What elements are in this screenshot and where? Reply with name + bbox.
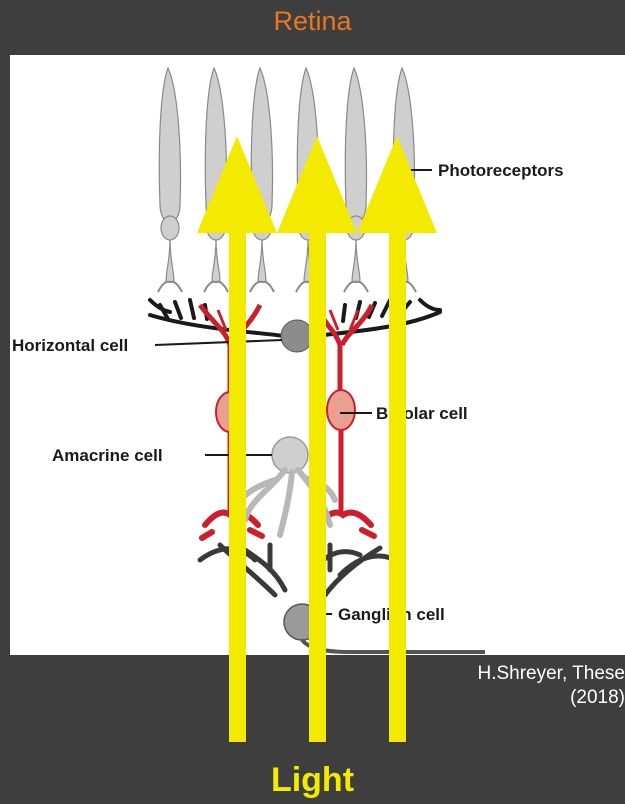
citation-line1: H.Shreyer, These [385,662,625,686]
light-arrows [197,136,437,742]
label-amacrine-cell: Amacrine cell [52,446,163,465]
photoreceptor-row [159,68,414,282]
label-horizontal-cell: Horizontal cell [12,336,128,355]
horizontal-cell-body [281,320,313,352]
photoreceptor-terminals [158,282,416,292]
citation-line2: (2018) [385,686,625,710]
light-label: Light [0,760,625,800]
light-arrow [197,136,277,742]
citation: H.Shreyer, These (2018) [385,662,625,710]
photoreceptor [159,68,180,282]
photoreceptor [251,68,272,282]
photoreceptor [345,68,366,282]
label-photoreceptors: Photoreceptors [438,161,564,180]
